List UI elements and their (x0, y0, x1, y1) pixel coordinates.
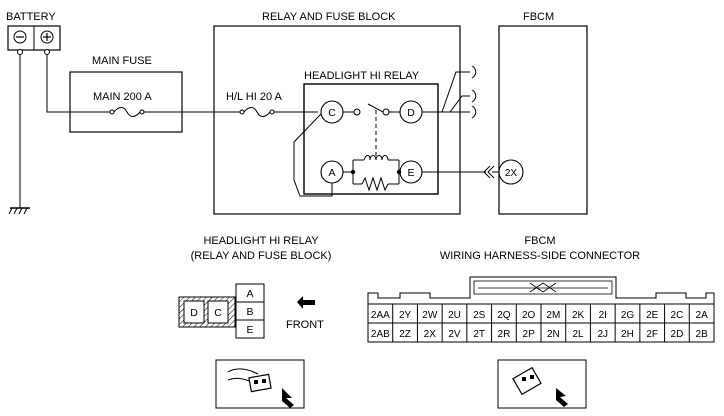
terminal-d-output-wire-3 (441, 71, 470, 113)
relay-connector: D C A B E (178, 283, 265, 339)
fbcm-pin-2g: 2G (621, 310, 635, 321)
main-fuse-rating: MAIN 200 A (93, 91, 152, 103)
fbcm-pin-2a: 2A (696, 310, 709, 321)
relay-block-box (213, 25, 461, 215)
fbcm-pin-2e: 2E (646, 310, 659, 321)
battery-symbol (7, 25, 61, 55)
fbcm-pin-2y: 2Y (399, 310, 412, 321)
fbcm-pin-2d: 2D (671, 329, 684, 340)
relay-block-label: RELAY AND FUSE BLOCK (262, 11, 396, 23)
fbcm-pin-2j: 2J (598, 329, 609, 340)
fbcm-pin-2q: 2Q (497, 310, 511, 321)
fbcm-connector-title-1: FBCM (524, 235, 555, 247)
wire-continuation-icon (471, 65, 477, 119)
fbcm-pin-2f: 2F (646, 329, 658, 340)
fbcm-pin-2c: 2C (671, 310, 684, 321)
fbcm-pin-2v: 2V (448, 329, 461, 340)
relay-pin-c: C (214, 307, 222, 319)
fbcm-pin-2b: 2B (696, 329, 709, 340)
fbcm-connector-photo-icon (497, 359, 587, 409)
relay-connector-title-2: (RELAY AND FUSE BLOCK) (191, 250, 332, 262)
relay-label: HEADLIGHT HI RELAY (304, 70, 420, 82)
battery-positive-wire (46, 54, 70, 113)
fbcm-pin-2x: 2X (424, 329, 437, 340)
fbcm-box (498, 25, 588, 215)
terminal-a: A (320, 160, 344, 184)
fbcm-pin-2t: 2T (473, 329, 485, 340)
fbcm-pin-2r: 2R (498, 329, 511, 340)
terminal-d: D (399, 100, 423, 124)
fbcm-pin-2l: 2L (573, 329, 585, 340)
relay-switch-contact (343, 103, 400, 160)
fbcm-connector-title-2: WIRING HARNESS-SIDE CONNECTOR (440, 250, 640, 262)
fbcm-pin-2k: 2K (572, 310, 585, 321)
terminal-c-label: C (328, 107, 336, 119)
main-fuse-icon (70, 107, 182, 117)
fbcm-pin-2z: 2Z (399, 329, 411, 340)
main-fuse-box (69, 71, 183, 133)
main-fuse-label: MAIN FUSE (92, 55, 152, 67)
front-label: FRONT (286, 319, 324, 331)
fbcm-pin-2o: 2O (522, 310, 536, 321)
terminal-2x-label: 2X (505, 168, 518, 179)
battery-label: BATTERY (6, 11, 56, 23)
terminal-e: E (399, 160, 423, 184)
terminal-e-label: E (407, 167, 414, 179)
fbcm-pin-2h: 2H (621, 329, 634, 340)
terminal-c: C (320, 100, 344, 124)
fbcm-connector: 2AA 2Y 2W 2U 2S 2Q 2O 2M 2K 2I 2G 2E 2C 2A 2AB 2Z 2X 2V 2T… (367, 276, 715, 343)
fbcm-pin-2w: 2W (422, 310, 438, 321)
relay-internal-c-a-wire (293, 113, 333, 197)
relay-connector-photo-icon (215, 359, 305, 409)
ground-icon (8, 207, 30, 215)
terminal-2x: 2X (498, 159, 524, 185)
relay-pin-d: D (190, 307, 198, 319)
fbcm-pin-2s: 2S (473, 310, 486, 321)
relay-pin-e: E (246, 324, 253, 336)
relay-pin-a: A (246, 288, 253, 300)
relay-connector-title-1: HEADLIGHT HI RELAY (203, 235, 319, 247)
fbcm-pin-2i: 2I (599, 310, 607, 321)
hl-fuse-label: H/L HI 20 A (226, 91, 283, 103)
connector-chevron-icon (483, 165, 495, 179)
front-arrow-icon (297, 296, 315, 309)
hl-fuse-icon (239, 107, 318, 117)
fbcm-pin-2u: 2U (448, 310, 461, 321)
terminal-a-label: A (328, 167, 335, 179)
fbcm-pin-2m: 2M (546, 310, 560, 321)
fbcm-label: FBCM (523, 11, 554, 23)
terminal-d-label: D (407, 107, 415, 119)
fbcm-pin-2aa: 2AA (371, 310, 390, 321)
terminal-d-output-wire-1 (422, 95, 470, 113)
fbcm-pin-2n: 2N (547, 329, 560, 340)
fbcm-pin-2p: 2P (523, 329, 536, 340)
relay-coil (343, 155, 402, 192)
fbcm-pin-2ab: 2AB (371, 329, 390, 340)
relay-pin-b: B (246, 306, 253, 318)
relay-box (303, 83, 439, 195)
